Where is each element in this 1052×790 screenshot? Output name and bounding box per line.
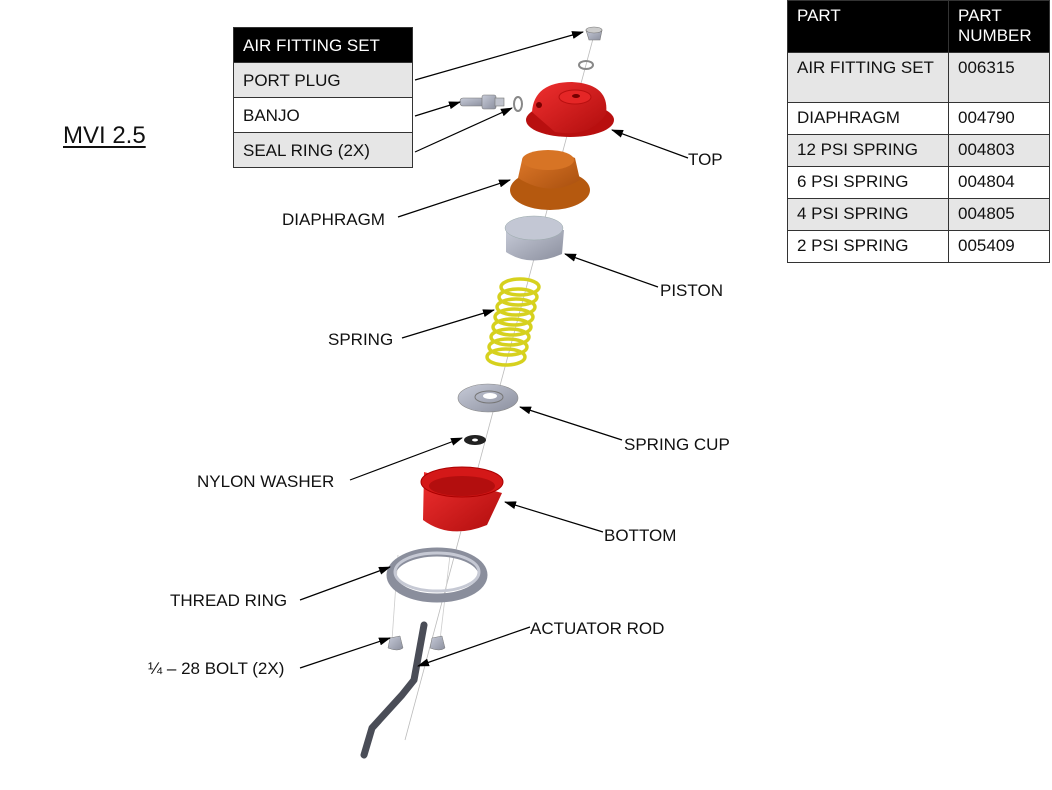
air-fitting-set-table: AIR FITTING SET PORT PLUG BANJO SEAL RIN… (233, 27, 413, 168)
callout-diaphragm: DIAPHRAGM (282, 210, 385, 229)
part-name: AIR FITTING SET (787, 52, 949, 103)
diaphragm-icon (510, 150, 590, 210)
part-name: DIAPHRAGM (787, 102, 949, 135)
leader-actuator-rod (417, 626, 531, 667)
header-part-number-line2: NUMBER (958, 26, 1032, 45)
bottom-housing-icon (420, 466, 504, 532)
piston-icon (504, 215, 564, 261)
leader-spring (401, 309, 495, 339)
table-row: AIR FITTING SET 006315 (787, 52, 1050, 103)
callout-actuator-rod: ACTUATOR ROD (530, 619, 665, 638)
callout-spring-cup: SPRING CUP (624, 435, 730, 454)
spring-icon (485, 277, 541, 367)
table-row: DIAPHRAGM 004790 (787, 102, 1050, 135)
nylon-washer-icon (464, 435, 486, 445)
header-part: PART (787, 0, 949, 53)
part-number: 005409 (948, 230, 1050, 263)
callout-nylon-washer: NYLON WASHER (197, 472, 335, 491)
callout-bottom: BOTTOM (604, 526, 677, 545)
callout-bolt: ¼ – 28 BOLT (2X) (148, 659, 285, 678)
thread-ring-icon (386, 547, 488, 603)
leader-top (611, 129, 689, 159)
callout-spring: SPRING (328, 330, 394, 349)
spring-cup-icon (457, 383, 519, 413)
air-fitting-item-seal-ring: SEAL RING (2X) (233, 132, 413, 168)
part-number: 004803 (948, 134, 1050, 167)
leader-bolt (299, 637, 391, 669)
leader-diaphragm (397, 179, 511, 218)
leader-spring-cup (519, 406, 623, 441)
header-part-number-line1: PART (958, 6, 1002, 25)
part-name: 2 PSI SPRING (787, 230, 949, 263)
banjo-fitting-icon (459, 94, 505, 110)
callout-top: TOP (688, 150, 723, 169)
bolt-icon (429, 635, 446, 651)
seal-ring-icon (513, 96, 523, 112)
leader-banjo (414, 101, 461, 117)
leader-thread-ring (299, 566, 391, 601)
leader-nylon-washer (349, 437, 463, 481)
leader-seal-ring (414, 107, 513, 153)
table-row: 12 PSI SPRING 004803 (787, 134, 1050, 167)
callout-thread-ring: THREAD RING (170, 591, 288, 610)
callout-piston: PISTON (660, 281, 723, 300)
page-title: MVI 2.5 (63, 122, 146, 149)
air-fitting-item-port-plug: PORT PLUG (233, 62, 413, 98)
part-name: 12 PSI SPRING (787, 134, 949, 167)
leader-bottom (504, 501, 604, 533)
table-row: 6 PSI SPRING 004804 (787, 166, 1050, 199)
part-number: 006315 (948, 52, 1050, 103)
port-plug-icon (585, 26, 603, 41)
seal-ring-icon (578, 60, 594, 70)
part-name: 6 PSI SPRING (787, 166, 949, 199)
bolt-icon (387, 635, 404, 651)
air-fitting-set-header: AIR FITTING SET (233, 27, 413, 63)
part-number: 004790 (948, 102, 1050, 135)
leader-port-plug (414, 31, 584, 81)
top-cap-icon (526, 82, 614, 137)
leader-piston (564, 253, 659, 288)
table-row: 2 PSI SPRING 005409 (787, 230, 1050, 263)
